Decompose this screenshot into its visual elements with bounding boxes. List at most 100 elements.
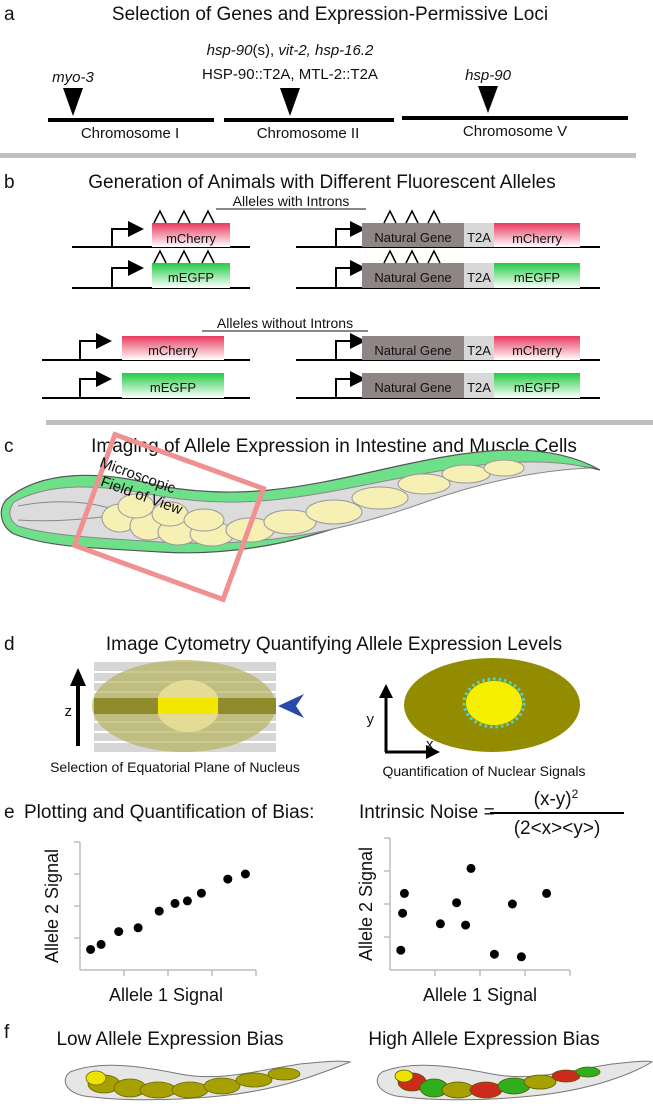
worm-illustration [0, 449, 601, 554]
t2a-label: T2A [467, 230, 491, 245]
scatter-point [114, 927, 124, 937]
promoter-arrow-icon [335, 260, 366, 288]
natural-gene-box [362, 373, 464, 398]
promoter-arrow-icon [335, 221, 366, 247]
panel-b: b Generation of Animals with Different F… [4, 172, 600, 399]
scatter-point [489, 949, 499, 959]
panel-e: e Plotting and Quantification of Bias: I… [4, 787, 624, 1005]
worm-low-bias [64, 1060, 352, 1101]
promoter-arrow-icon [111, 221, 144, 247]
intron-marks [383, 209, 441, 224]
mcherry-box [122, 336, 224, 360]
megfp-box [122, 373, 224, 398]
intestine-cells [101, 459, 525, 547]
natural-gene-label: Natural Gene [374, 230, 451, 245]
panel-c: c Imaging of Allele Expression in Intest… [0, 431, 601, 603]
x-axis-label: x [426, 736, 434, 753]
locus-2-marker [280, 88, 300, 116]
t2a-box [464, 373, 494, 398]
mcherry-label: mCherry [166, 231, 216, 246]
panel-b-letter: b [4, 172, 15, 193]
promoter-arrow-icon [79, 371, 112, 398]
allele-row-intron-megfp: mEGFP Natural Gene T2A mEGFP [72, 249, 600, 289]
natural-gene-label: Natural Gene [374, 380, 451, 395]
mcherry-label: mCherry [512, 231, 562, 246]
scatter-point [223, 874, 233, 884]
scatter-point [398, 908, 408, 918]
chromosome-1-bar [48, 118, 214, 122]
divider-ab [0, 153, 636, 158]
selection-arrow-icon [278, 694, 304, 718]
panel-e-letter: e [4, 802, 15, 823]
group-with-introns-label: Alleles with Introns [233, 193, 350, 209]
panel-a-title: Selection of Genes and Expression-Permis… [112, 4, 548, 25]
panel-d-letter: d [4, 634, 15, 655]
promoter-arrow-icon [335, 333, 366, 360]
megfp-label: mEGFP [514, 380, 560, 395]
megfp-label: mEGFP [150, 380, 196, 395]
chromosome-2-label: Chromosome II [257, 125, 360, 142]
plot1-ylabel: Allele 2 Signal [42, 849, 62, 963]
panel-b-title: Generation of Animals with Different Flu… [88, 172, 556, 193]
t2a-box [464, 263, 494, 288]
locus-3-marker [478, 86, 498, 113]
z-axis-label: z [65, 703, 73, 720]
allele-row-nointron-megfp: mEGFP Natural Gene T2A mEGFP [42, 371, 600, 399]
scatter-plot-high-bias: Allele 2 Signal Allele 1 Signal [356, 837, 571, 1005]
y-axis-label: y [367, 711, 375, 728]
nucleus-boundary [462, 677, 526, 729]
formula-numerator: (x-y)2 [534, 787, 579, 810]
scatter-point [170, 898, 180, 908]
natural-gene-box [362, 336, 464, 360]
natural-gene-box [362, 223, 464, 247]
scatter-point [399, 888, 409, 898]
z-axis-arrow-icon [70, 668, 86, 686]
plot2-xlabel: Allele 1 Signal [423, 985, 537, 1005]
scatter-point [396, 945, 406, 955]
left-caption: Selection of Equatorial Plane of Nucleus [50, 759, 300, 775]
megfp-label: mEGFP [514, 270, 560, 285]
mcherry-box [494, 336, 580, 360]
locus-1-gene: myo-3 [52, 69, 94, 86]
y-axis-arrow-icon [379, 684, 393, 698]
scatter-point [461, 920, 471, 930]
worm-high-bias [376, 1060, 653, 1101]
promoter-arrow-icon [335, 371, 366, 398]
intron-marks [383, 249, 441, 264]
mcherry-label: mCherry [148, 343, 198, 358]
t2a-box [464, 223, 494, 247]
locus-3-gene: hsp-90 [465, 67, 512, 84]
plot1-xlabel: Allele 1 Signal [109, 985, 223, 1005]
mcherry-label: mCherry [512, 343, 562, 358]
field-of-view-box [71, 431, 267, 603]
promoter-arrow-icon [111, 260, 144, 288]
x-axis-arrow-icon [426, 745, 440, 759]
scatter-point [507, 899, 517, 909]
mcherry-box [494, 223, 580, 247]
megfp-box [152, 263, 230, 288]
scatter-point [435, 919, 445, 929]
megfp-box [494, 373, 580, 398]
chromosome-2-bar [224, 118, 394, 122]
high-bias-label: High Allele Expression Bias [368, 1029, 599, 1050]
group-without-introns-label: Alleles without Introns [217, 315, 353, 331]
panel-e-title: Plotting and Quantification of Bias: [24, 802, 314, 823]
panel-d-title: Image Cytometry Quantifying Allele Expre… [106, 634, 562, 655]
megfp-box [494, 263, 580, 288]
panel-a: a Selection of Genes and Expression-Perm… [4, 4, 628, 142]
scatter-point [182, 896, 192, 906]
scatter-point [516, 952, 526, 962]
natural-gene-label: Natural Gene [374, 270, 451, 285]
plot2-points [396, 863, 552, 962]
panel-f-letter: f [4, 1022, 10, 1043]
chromosome-5-bar [402, 116, 628, 120]
intron-marks [153, 209, 215, 224]
locus-2-fusions: HSP-90::T2A, MTL-2::T2A [202, 66, 378, 83]
scatter-point [196, 888, 206, 898]
allele-row-intron-mcherry: mCherry Natural Gene T2A mCherry [72, 209, 600, 248]
low-bias-label: Low Allele Expression Bias [56, 1029, 283, 1050]
natural-gene-label: Natural Gene [374, 343, 451, 358]
nucleus-quantification-illustration: y x [367, 658, 580, 759]
locus-1-marker [63, 88, 83, 116]
